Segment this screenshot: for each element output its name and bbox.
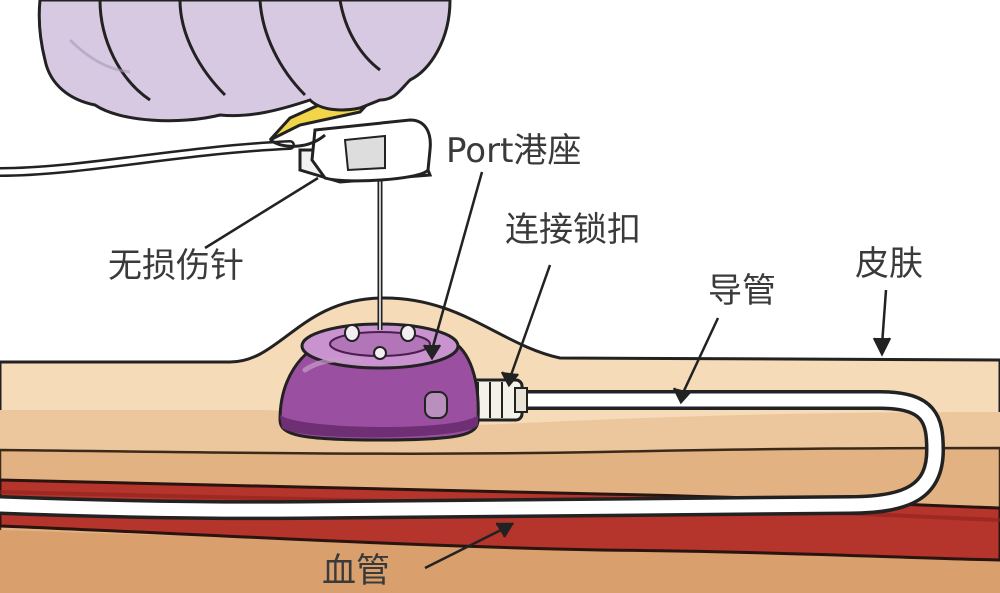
leader-vessel	[424, 526, 506, 570]
muscle-layer	[0, 530, 1000, 593]
leader-lines	[204, 171, 892, 570]
leader-needle	[204, 176, 319, 250]
arrow-catheter	[672, 387, 691, 405]
labels: 无损伤针 Port港座 连接锁扣 导管 皮肤 血管	[108, 131, 923, 591]
leader-catheter	[680, 317, 720, 396]
catheter	[0, 390, 945, 521]
label-catheter: 导管	[708, 271, 776, 311]
gloved-hand-icon	[37, 0, 452, 123]
label-lock: 连接锁扣	[505, 210, 641, 250]
arrow-vessel	[496, 522, 515, 538]
label-needle: 无损伤针	[108, 246, 244, 286]
leader-skin	[880, 289, 888, 346]
implanted-port-icon	[278, 322, 480, 442]
label-vessel: 血管	[322, 551, 390, 591]
leader-port	[430, 171, 484, 351]
arrow-lock	[500, 371, 519, 388]
leader-lock	[508, 264, 552, 379]
label-port: Port港座	[446, 131, 581, 171]
arrow-port	[422, 344, 442, 361]
label-skin: 皮肤	[855, 244, 923, 284]
arrow-skin	[872, 337, 892, 357]
